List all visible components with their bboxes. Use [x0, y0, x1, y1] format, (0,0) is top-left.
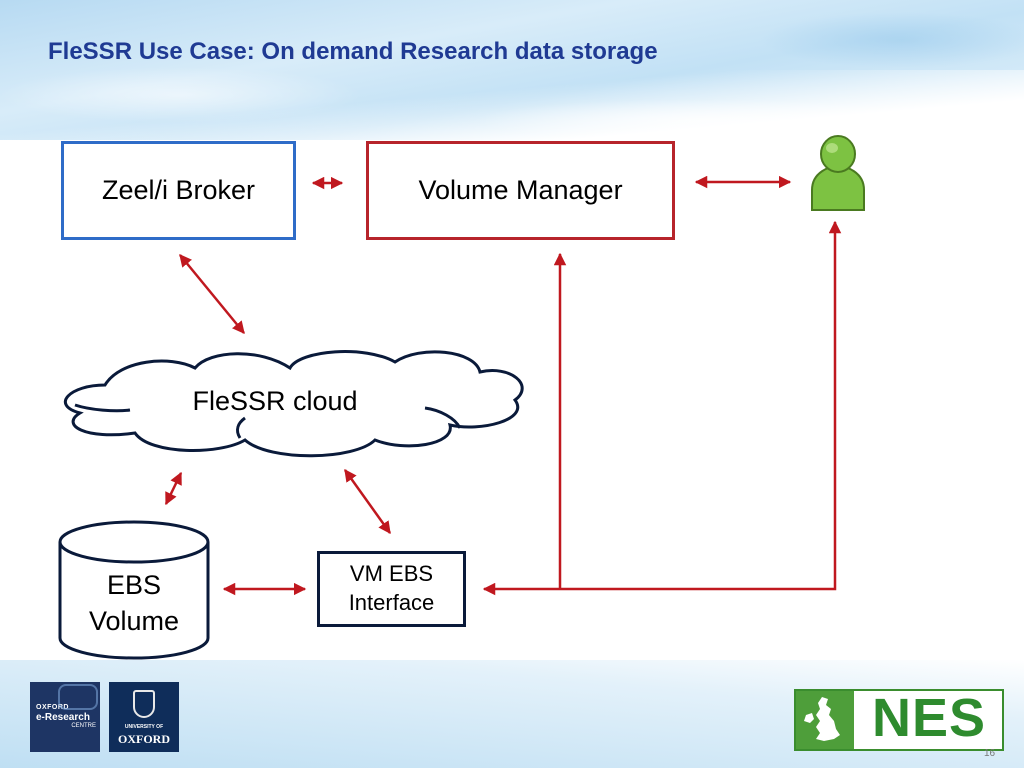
nes-logo-text: NES — [871, 688, 987, 748]
hexagon-pattern-icon — [58, 684, 98, 710]
header-fade — [0, 70, 1024, 140]
oxford-logo-line1: UNIVERSITY OF — [124, 724, 164, 730]
slide-title: FleSSR Use Case: On demand Research data… — [48, 38, 658, 65]
vm-ebs-interface-box: VM EBS Interface — [317, 551, 466, 627]
oxford-crest-icon — [133, 690, 155, 718]
oxford-eresearch-centre-logo: OXFORD e-Research CENTRE — [30, 682, 100, 752]
ebs-volume-line2: Volume — [88, 606, 180, 636]
zeel-broker-box: Zeel/i Broker — [61, 141, 296, 240]
ebs-volume-cylinder — [58, 520, 210, 660]
oerc-line2: e-Research — [36, 712, 90, 723]
nes-logo: NES — [794, 688, 1004, 751]
user-icon — [811, 135, 865, 211]
oerc-line3: CENTRE — [71, 723, 96, 729]
volume-manager-box: Volume Manager — [366, 141, 675, 240]
oxford-logo-line2: OXFORD — [118, 732, 170, 746]
ebs-volume-line1: EBS — [106, 570, 162, 600]
zeel-broker-label: Zeel/i Broker — [101, 175, 256, 205]
arrow-cloud-vmebs — [343, 468, 392, 535]
vm-ebs-line1: VM EBS — [349, 561, 434, 587]
vm-ebs-line2: Interface — [348, 590, 435, 615]
volume-manager-label: Volume Manager — [418, 175, 623, 205]
arrow-cloud-ebs — [164, 471, 183, 506]
arrow-broker-cloud — [179, 254, 245, 334]
flessr-cloud-label: FleSSR cloud — [192, 386, 358, 416]
page-number: 16 — [984, 748, 996, 759]
university-of-oxford-logo: UNIVERSITY OF OXFORD — [109, 682, 179, 752]
uk-map-icon — [796, 691, 854, 749]
oerc-line1: OXFORD — [36, 704, 69, 711]
ebs-volume-label: EBS Volume — [60, 567, 208, 639]
arrow-vmebs-user — [482, 220, 842, 596]
cloud-shape — [64, 350, 524, 458]
